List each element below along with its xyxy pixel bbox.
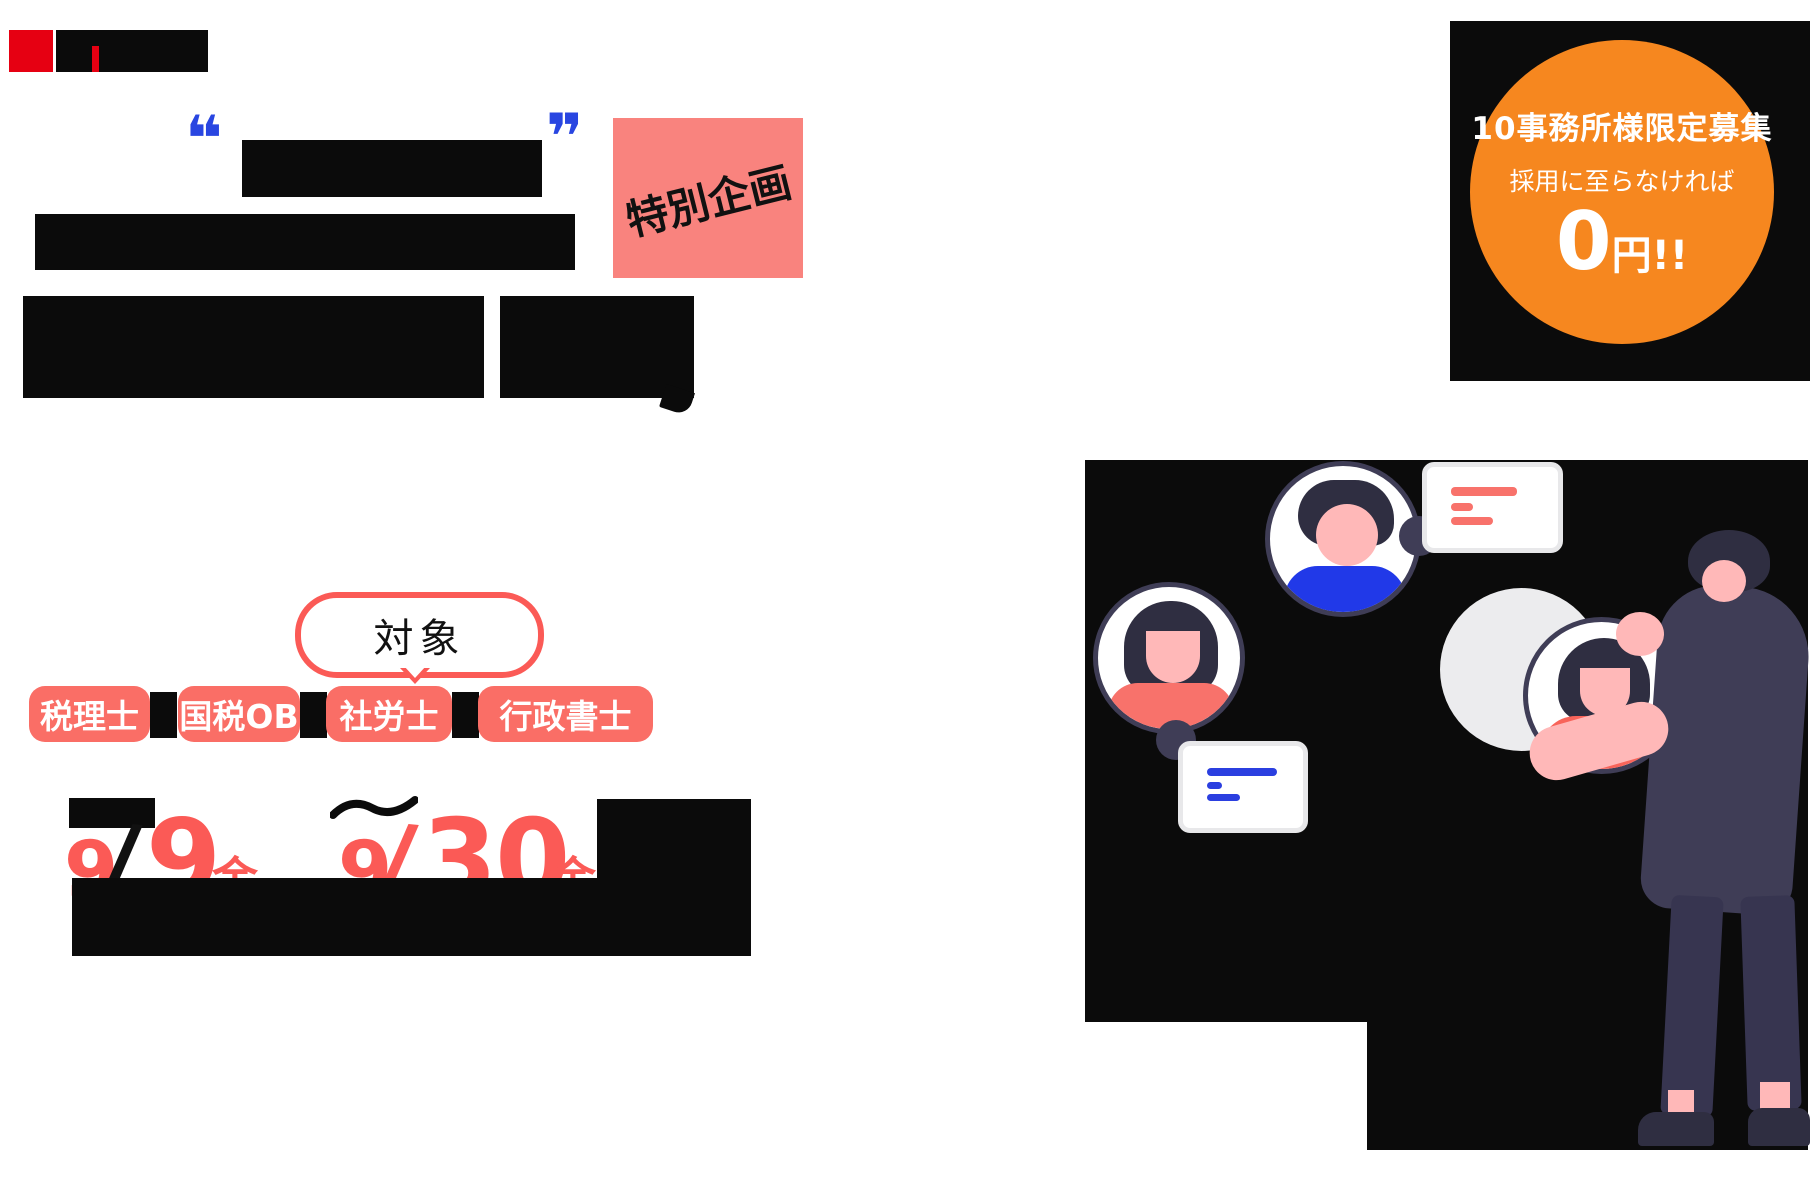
special-project-badge: 特別企画 xyxy=(613,118,803,278)
offer-limited-text: 10事務所様限定募集 xyxy=(1471,110,1773,147)
offer-price: 0 円!! xyxy=(1555,194,1689,288)
text-line-bar xyxy=(1207,768,1277,776)
person-left-ankle xyxy=(1668,1090,1694,1116)
target-bubble-tail-inner xyxy=(404,666,426,678)
target-pill-label: 税理士 xyxy=(40,697,139,736)
person-hand xyxy=(1616,612,1664,656)
avatar-man-blue-shirt xyxy=(1265,461,1421,617)
text-line-bar xyxy=(1207,782,1222,789)
man-face xyxy=(1316,504,1378,566)
message-card-blue xyxy=(1178,741,1308,833)
target-pill-administrative-scrivener: 行政書士 xyxy=(478,686,653,742)
open-quote-icon: ❝ xyxy=(185,103,223,177)
target-pill-label: 国税OB xyxy=(179,697,299,736)
main-heading-obscured-text-right xyxy=(500,296,694,398)
man-blue-shirt xyxy=(1284,566,1406,612)
person-torso xyxy=(1638,581,1814,917)
text-line-bar xyxy=(1207,794,1240,801)
person-left-shoe xyxy=(1638,1112,1714,1146)
target-pill-label: 社労士 xyxy=(339,697,439,736)
offer-condition-text: 採用に至らなければ xyxy=(1509,166,1735,196)
illustration-background-lower xyxy=(1367,1022,1808,1150)
avatar-woman-coral-shirt xyxy=(1093,582,1245,734)
date-side-obscured-text xyxy=(597,799,751,881)
main-heading-obscured-text-left xyxy=(23,296,484,398)
date-start-label-obscured xyxy=(69,798,155,828)
target-pill-tax-accountant: 税理士 xyxy=(29,686,150,742)
person-face xyxy=(1702,560,1746,602)
target-bubble: 対象 xyxy=(295,592,544,678)
close-quote-icon: ❞ xyxy=(546,101,584,175)
text-line-bar xyxy=(1451,487,1517,496)
message-card-red xyxy=(1422,462,1563,553)
offer-price-unit: 円!! xyxy=(1611,232,1689,279)
pill-separator-obscured xyxy=(300,692,327,738)
logo-wordmark-obscured xyxy=(56,30,208,72)
text-line-bar xyxy=(1451,503,1473,511)
person-right-ankle xyxy=(1760,1082,1790,1110)
headline-line2-obscured-text xyxy=(35,214,575,270)
target-pill-label: 行政書士 xyxy=(499,697,632,736)
target-label: 対象 xyxy=(373,616,466,662)
date-bottom-obscured-text xyxy=(72,878,751,956)
pill-separator-obscured xyxy=(452,692,479,738)
pill-separator-obscured xyxy=(150,692,177,738)
special-project-badge-label: 特別企画 xyxy=(621,156,797,246)
target-pill-labor-consultant: 社労士 xyxy=(326,686,452,742)
text-line-bar xyxy=(1451,517,1493,525)
headline-line1-obscured-text xyxy=(242,140,542,197)
logo-red-square xyxy=(9,30,53,72)
person-right-shoe xyxy=(1748,1108,1810,1146)
offer-price-number: 0 xyxy=(1555,194,1612,288)
target-pill-national-tax-ob: 国税OB xyxy=(178,686,300,742)
person-right-leg xyxy=(1740,895,1802,1111)
squiggle-icon xyxy=(330,796,418,819)
woman-face xyxy=(1146,631,1200,683)
offer-badge: 10事務所様限定募集 採用に至らなければ 0 円!! xyxy=(1470,40,1774,344)
logo-red-accent xyxy=(92,46,99,72)
